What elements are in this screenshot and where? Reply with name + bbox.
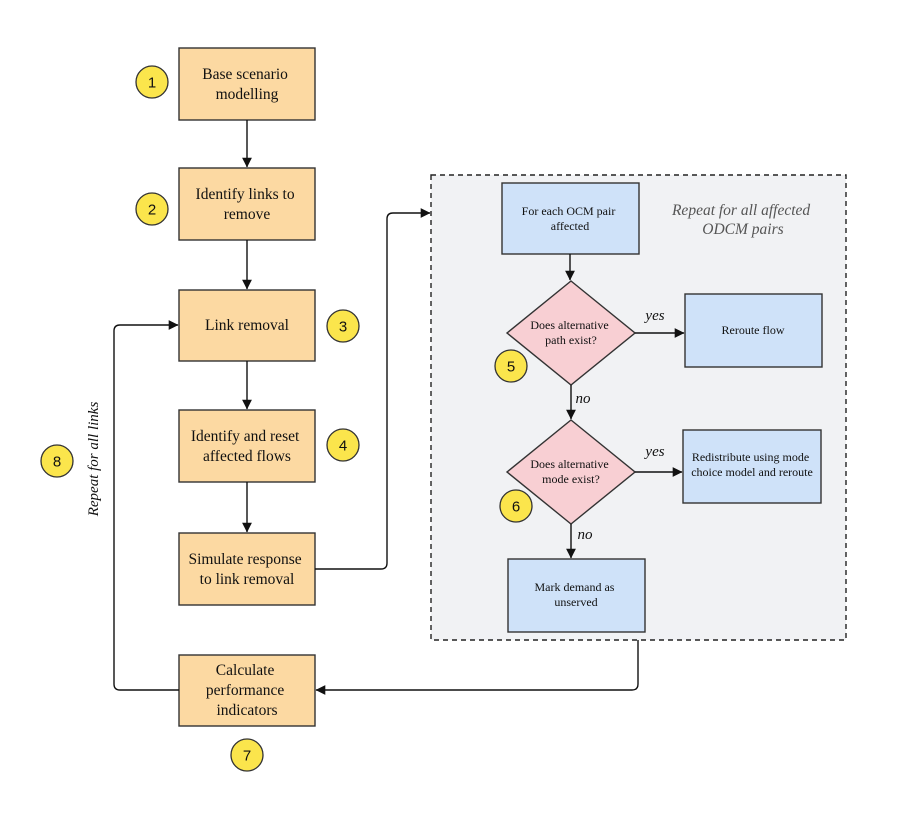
svg-text:Identify links to remove: Identify links to remove [196,186,299,223]
svg-text:Simulate response to lin: Simulate response to link removal [188,551,305,588]
svg-text:For each OCM pair affect: For each OCM pair affected [522,204,619,233]
svg-text:Base scenario modelling: Base scenario modelling [202,66,292,103]
svg-text:Link removal: Link removal [205,317,289,334]
badge-1: 1 [135,65,169,99]
step-simulate: Simulate response to link removal [178,532,316,606]
label-no-path: no [576,391,592,407]
svg-text:Calculate performance: Calculate performance indicators [206,662,288,719]
svg-text:5: 5 [507,359,515,376]
label-yes-path: yes [643,308,664,324]
svg-text:3: 3 [339,319,347,336]
badge-4: 4 [326,428,360,462]
step-identify-reset: Identify and reset affected flows [178,409,316,483]
step-identify-links: Identify links to remove [178,167,316,241]
label-repeat-links: Repeat for all links [86,402,102,518]
badge-2: 2 [135,192,169,226]
badge-8: 8 [40,444,74,478]
svg-text:8: 8 [53,454,61,471]
svg-text:Does alternative path ex: Does alternative path exist? [530,318,611,347]
svg-text:Mark demand as unserved: Mark demand as unserved [535,580,618,609]
badge-3: 3 [326,309,360,343]
step-base-scenario: Base scenario modelling [178,47,316,121]
svg-text:Reroute flow: Reroute flow [722,323,785,337]
svg-text:6: 6 [512,499,520,516]
step-reroute-flow: Reroute flow [684,293,823,368]
badge-7: 7 [230,738,264,772]
decision-mode-exists: Does alternative mode exist? [505,419,637,525]
svg-text:4: 4 [339,438,347,455]
label-yes-mode: yes [643,444,664,460]
decision-path-exists: Does alternative path exist? [505,280,637,386]
step-mark-unserved: Mark demand as unserved [507,558,646,633]
svg-text:Does alternative mode ex: Does alternative mode exist? [530,457,611,486]
svg-text:Redistribute using mode: Redistribute using mode choice model and… [691,450,813,479]
label-no-mode: no [578,527,594,543]
edge-region-to-calculate [315,640,639,695]
step-calculate: Calculate performance indicators [178,654,316,727]
edge-repeat-links [113,320,179,691]
step-link-removal: Link removal [178,289,316,362]
svg-text:1: 1 [148,75,156,92]
badge-5: 5 [494,349,528,383]
svg-text:Identify and reset affec: Identify and reset affected flows [191,428,303,465]
svg-text:2: 2 [148,202,156,219]
region-note: Repeat for all affected ODCM pairs [671,202,814,238]
badge-6: 6 [499,489,533,523]
svg-text:7: 7 [243,748,251,765]
step-for-each-pair: For each OCM pair affected [501,182,640,255]
step-redistribute: Redistribute using mode choice model and… [682,429,822,504]
edge-simulate-to-region [315,208,431,570]
